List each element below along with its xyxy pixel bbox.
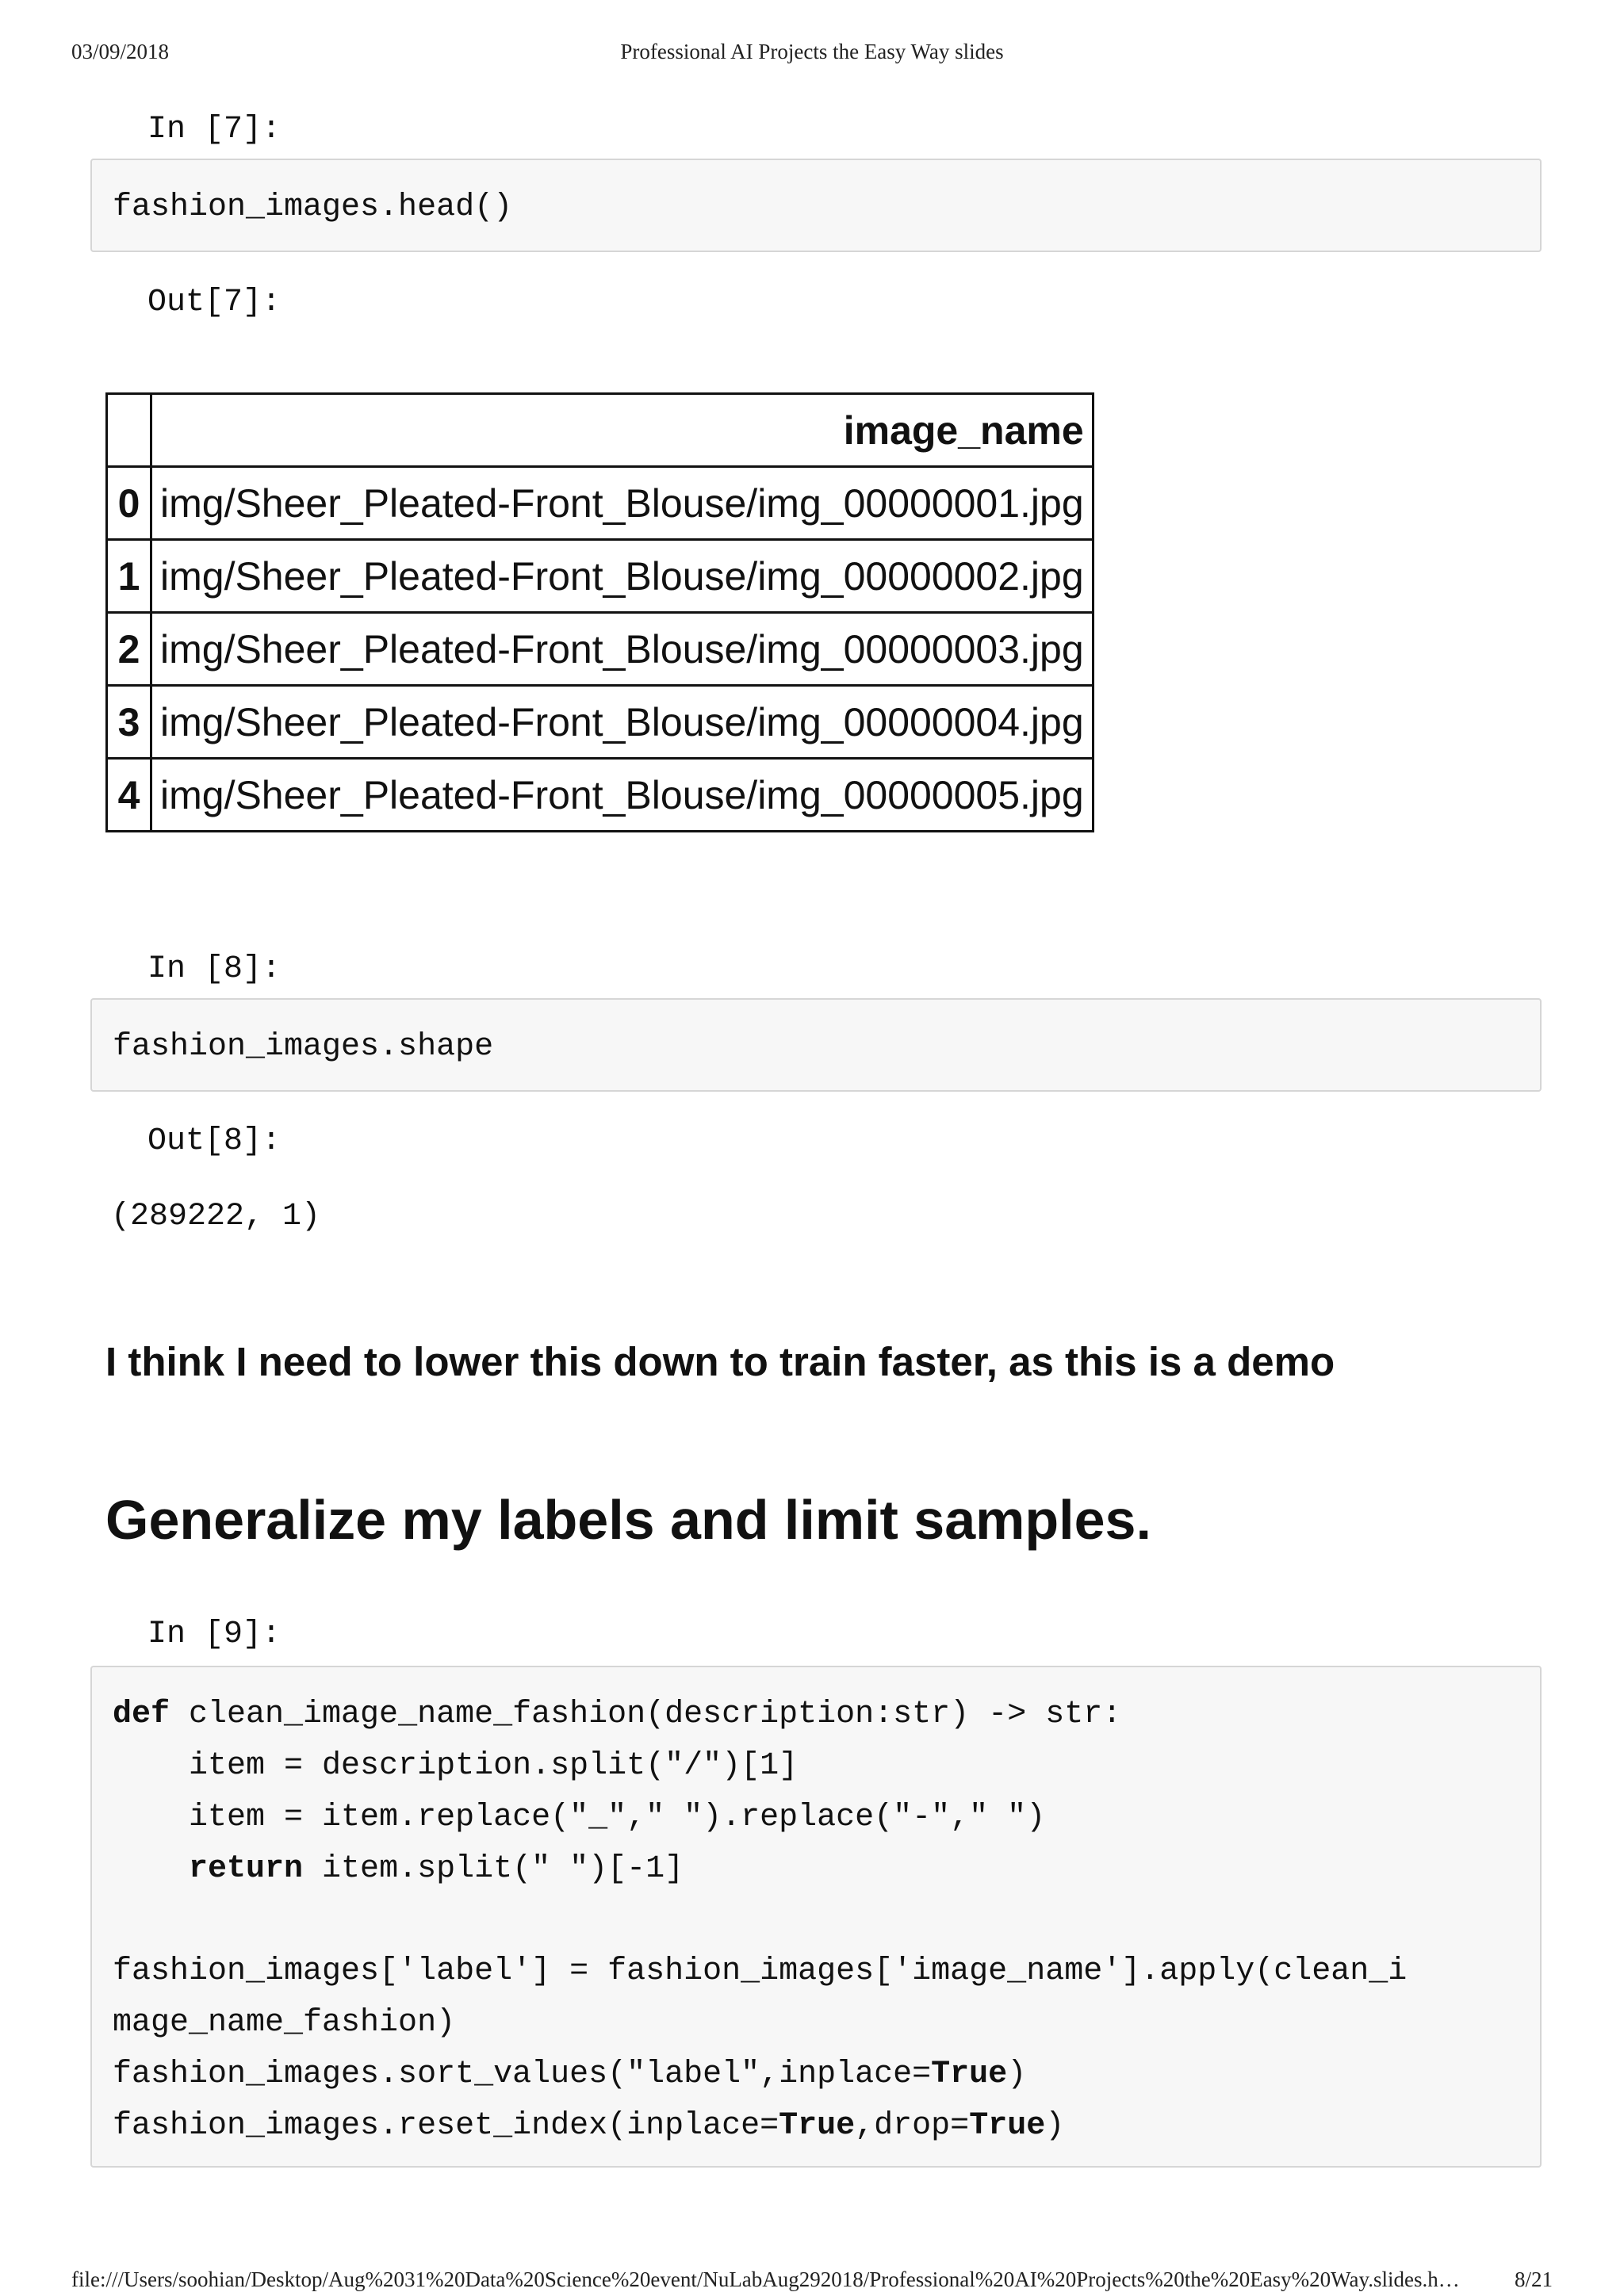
code-text: item.split(" ")[-1] [303, 1851, 684, 1887]
image-name-cell: img/Sheer_Pleated-Front_Blouse/img_00000… [150, 465, 1094, 541]
code-line: fashion_images.head() [113, 189, 513, 225]
code-text: ) [1007, 2057, 1027, 2092]
row-index: 2 [105, 611, 152, 687]
code-text: clean_image_name_fashion(description:str… [170, 1697, 1122, 1732]
print-file-url: file:///Users/soohian/Desktop/Aug%2031%2… [71, 2267, 1460, 2291]
code-line: fashion_images.sort_values("label",inpla… [113, 2059, 1026, 2091]
output-text-8: (289222, 1) [111, 1199, 321, 1234]
output-prompt-8: Out[8]: [147, 1123, 282, 1159]
code-line: fashion_images['label'] = fashion_images… [113, 1954, 1408, 1989]
keyword: def [113, 1697, 170, 1732]
markdown-note: I think I need to lower this down to tra… [105, 1339, 1335, 1384]
code-line: item = item.replace("_"," ").replace("-"… [113, 1800, 1046, 1835]
image-name-cell: img/Sheer_Pleated-Front_Blouse/img_00000… [150, 611, 1094, 687]
code-text: fashion_images.sort_values("label",inpla… [113, 2057, 932, 2092]
row-index: 4 [105, 757, 152, 832]
row-index: 0 [105, 465, 152, 541]
code-text: ,drop= [855, 2108, 970, 2144]
code-text: fashion_images.reset_index(inplace= [113, 2108, 779, 2144]
print-title: Professional AI Projects the Easy Way sl… [620, 40, 1004, 63]
keyword: True [969, 2108, 1046, 2144]
code-line: return item.split(" ")[-1] [113, 1854, 684, 1885]
keyword: return [189, 1851, 304, 1887]
print-date: 03/09/2018 [71, 40, 170, 63]
code-line: item = description.split("/")[1] [113, 1748, 799, 1784]
code-text: ) [1045, 2108, 1065, 2144]
markdown-heading: Generalize my labels and limit samples. [105, 1489, 1151, 1551]
keyword: True [779, 2108, 856, 2144]
code-indent [113, 1851, 189, 1887]
code-cell-7[interactable]: fashion_images.head() [90, 159, 1542, 252]
input-prompt-8: In [8]: [147, 951, 282, 987]
index-header [105, 392, 152, 468]
code-line: fashion_images.reset_index(inplace=True,… [113, 2110, 1064, 2142]
output-prompt-7: Out[7]: [147, 285, 282, 320]
column-header-image-name: image_name [150, 392, 1094, 468]
input-prompt-7: In [7]: [147, 112, 282, 147]
code-cell-8[interactable]: fashion_images.shape [90, 998, 1542, 1092]
print-page-number: 8/21 [1514, 2267, 1553, 2291]
code-line: def clean_image_name_fashion(description… [113, 1699, 1121, 1731]
code-cell-9[interactable]: def clean_image_name_fashion(description… [90, 1666, 1542, 2168]
print-footer: file:///Users/soohian/Desktop/Aug%2031%2… [71, 2267, 1553, 2296]
image-name-cell: img/Sheer_Pleated-Front_Blouse/img_00000… [150, 684, 1094, 760]
code-line: mage_name_fashion) [113, 2005, 456, 2041]
keyword: True [931, 2057, 1008, 2092]
input-prompt-9: In [9]: [147, 1617, 282, 1652]
row-index: 3 [105, 684, 152, 760]
code-line: fashion_images.shape [113, 1029, 494, 1065]
print-header: 03/09/2018 Professional AI Projects the … [71, 40, 1553, 68]
image-name-cell: img/Sheer_Pleated-Front_Blouse/img_00000… [150, 757, 1094, 832]
image-name-cell: img/Sheer_Pleated-Front_Blouse/img_00000… [150, 538, 1094, 614]
row-index: 1 [105, 538, 152, 614]
table-header-row: image_name [105, 392, 1094, 468]
